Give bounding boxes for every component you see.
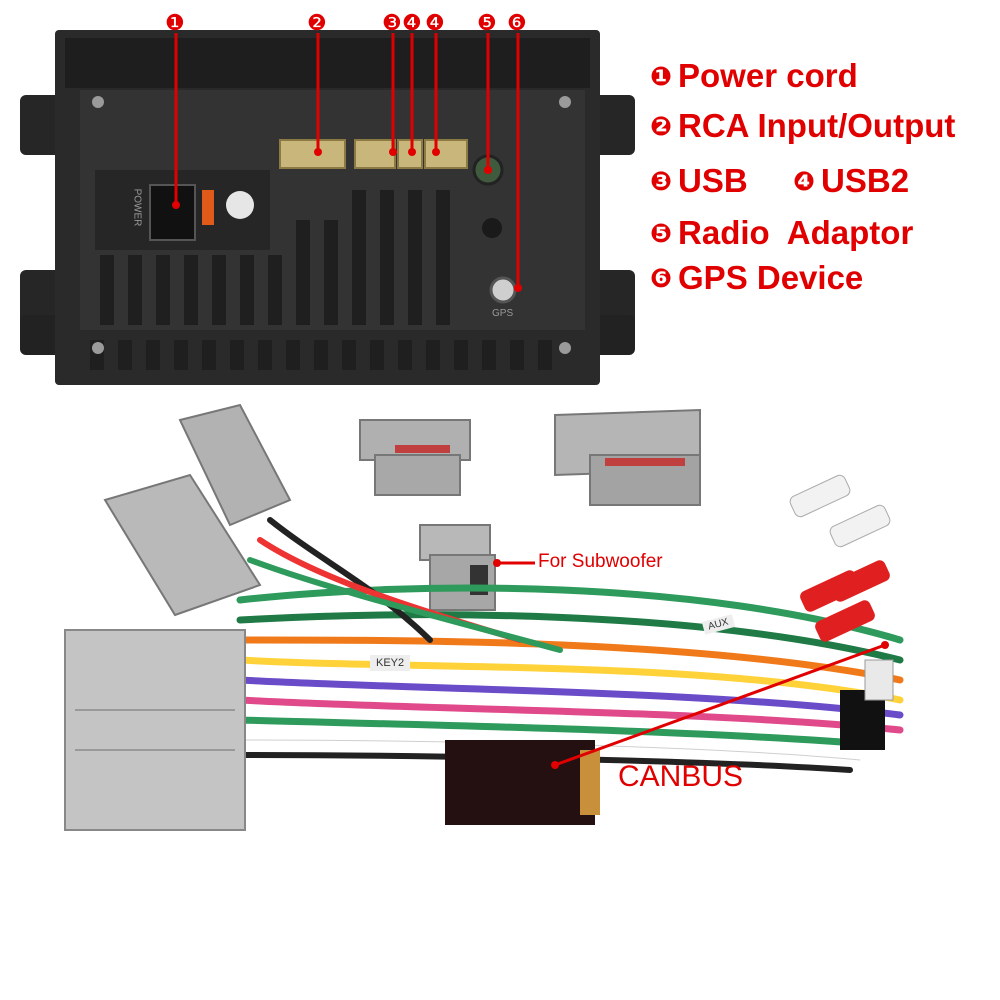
marker-1: ❶: [165, 10, 185, 35]
legend-label: Radio Adaptor: [678, 214, 914, 251]
gps-port-label: GPS: [492, 308, 514, 319]
callout-dots: [172, 148, 522, 292]
rca-plugs: [789, 474, 891, 642]
subwoofer-callout: For Subwoofer: [538, 551, 663, 572]
legend-number: ❶: [650, 62, 673, 92]
legend-number: ❻: [650, 264, 673, 294]
harness-plug-large: [554, 408, 701, 506]
subwoofer-plug: [419, 524, 496, 611]
marker-6: ❻: [507, 10, 527, 35]
usb-adapter-plug: [359, 419, 471, 496]
harness-plugs-left: [64, 403, 292, 831]
legend-label: USB2: [821, 162, 910, 199]
canbus-callout: CANBUS: [618, 760, 744, 793]
key2-tag: KEY2: [370, 655, 411, 671]
legend-number: ❺: [650, 219, 673, 249]
marker-3: ❸: [382, 10, 402, 35]
power-port-label: POWER: [131, 188, 143, 227]
marker-4a: ❹: [402, 10, 422, 35]
legend-number: ❸: [650, 167, 673, 197]
legend-label: RCA Input/Output: [678, 107, 956, 144]
marker-5: ❺: [477, 10, 497, 35]
legend-label: GPS Device: [678, 259, 864, 296]
legend-label: USB: [678, 162, 748, 199]
callout-lines: [174, 33, 520, 288]
iso-plugs-right: [840, 659, 894, 750]
legend-label: Power cord: [678, 57, 858, 94]
marker-2: ❷: [307, 10, 327, 35]
legend-number: ❷: [650, 112, 673, 142]
head-unit-back: [20, 30, 635, 385]
canbus-box: [445, 740, 600, 825]
legend-number: ❹: [793, 167, 816, 197]
marker-4b: ❹: [425, 10, 445, 35]
